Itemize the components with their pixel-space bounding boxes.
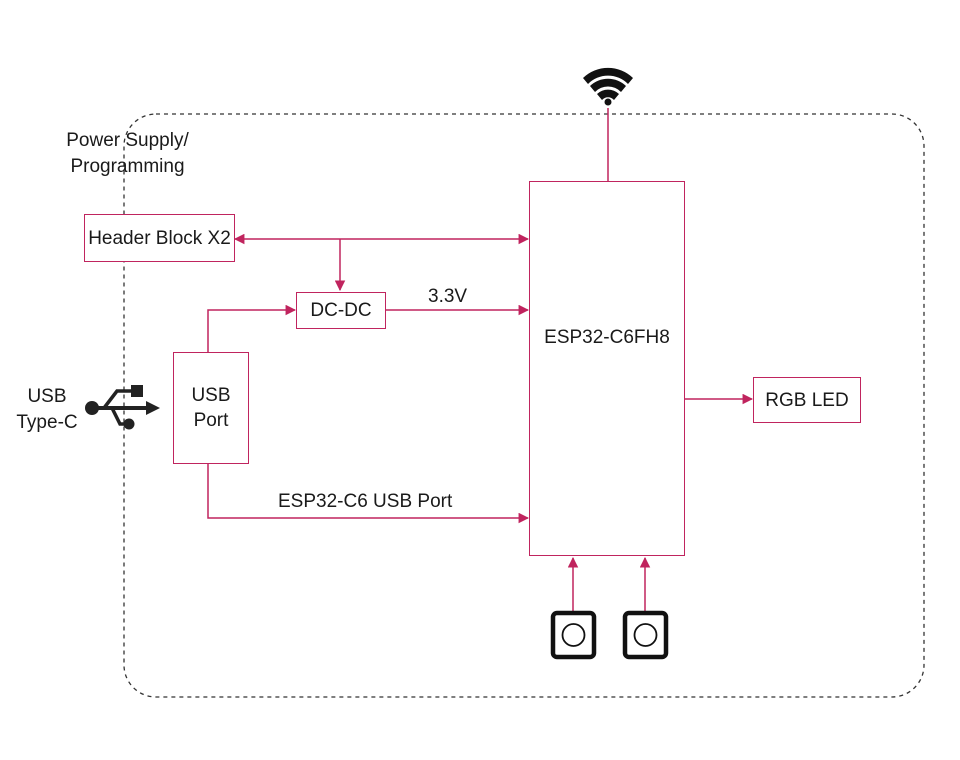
dcdc-block-label: DC-DC [310,300,372,321]
dcdc-block: DC-DC [296,292,386,329]
usb-port-label-line1: USB [191,385,231,406]
rgb-led-block-label: RGB LED [765,389,849,411]
soc-block-label: ESP32-C6FH8 [544,327,670,348]
usb-port-link-label: ESP32-C6 USB Port [278,491,453,512]
button-icon [622,610,669,660]
usb-type-c-label: USB Type-C [12,384,82,436]
voltage-label: 3.3V [428,286,468,307]
usb-type-c-label-line1: USB [27,386,67,407]
header-block: Header Block X2 [84,214,235,262]
usb-port-label-line2: Port [193,410,229,431]
header-block-label: Header Block X2 [88,227,231,249]
rgb-led-block: RGB LED [753,377,861,423]
usb-type-c-label-line2: Type-C [16,412,78,433]
power-supply-label: Power Supply/ Programming [55,128,200,180]
usb-port-block: USB Port [173,352,249,464]
board-outline [123,113,925,698]
button-icon [550,610,597,660]
power-supply-label-line1: Power Supply/ [66,130,189,151]
usb-icon [85,385,160,430]
wifi-icon [583,67,633,106]
soc-block: ESP32-C6FH8 [529,181,685,556]
power-supply-label-line2: Programming [70,156,185,177]
usb-to-dcdc-connector [207,304,297,352]
usb-to-soc-connector [207,464,530,524]
